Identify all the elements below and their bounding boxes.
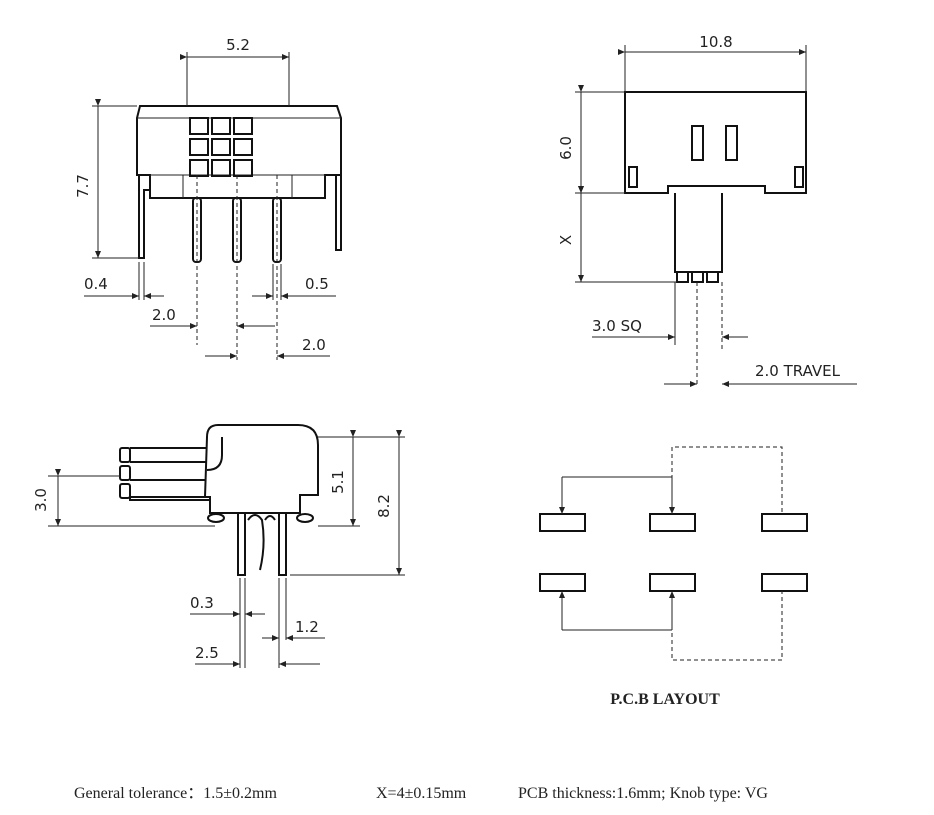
- bottom-view: 3.0 5.1 8.2 0.3 1.2 2.5: [32, 424, 405, 668]
- pcb-pad-bottom-middle: [649, 573, 696, 592]
- pcb-layout: P.C.B LAYOUT: [539, 446, 808, 708]
- dim-side-travel: 2.0 TRAVEL: [755, 362, 841, 380]
- pcb-pad-top-left: [539, 513, 586, 532]
- bottom-pin-right: [278, 512, 287, 576]
- pcb-pad-top-middle: [649, 513, 696, 532]
- pcb-pad-top-right: [761, 513, 808, 532]
- dim-bottom-pin-gap: 1.2: [295, 618, 319, 636]
- pcb-layout-title: P.C.B LAYOUT: [610, 691, 720, 708]
- bottom-knob: [119, 447, 207, 499]
- bottom-body-outline: [203, 424, 319, 514]
- pcb-pad-bottom-left: [539, 573, 586, 592]
- dim-front-height: 7.7: [74, 174, 92, 198]
- dim-bottom-body-height: 5.1: [329, 470, 347, 494]
- front-left-leg: [138, 175, 150, 259]
- contact-grid: [189, 117, 253, 177]
- dim-bottom-pin-pitch: 2.5: [195, 644, 219, 662]
- dim-side-x: X: [557, 235, 575, 245]
- dim-bottom-knob-height: 3.0: [32, 488, 50, 512]
- note-x-value: X=4±0.15mm: [376, 785, 467, 802]
- dim-front-pitch-left: 2.0: [152, 306, 176, 324]
- dim-side-height: 6.0: [557, 136, 575, 160]
- side-view: 10.8 6.0 X 3.0 SQ 2.0 TRAVEL: [557, 33, 857, 387]
- dim-bottom-total-height: 8.2: [375, 494, 393, 518]
- footer-notes: General tolerance：1.5±0.2mm X=4±0.15mm P…: [74, 785, 768, 802]
- dim-front-pin-width: 0.5: [305, 275, 329, 293]
- dim-front-pin-thickness: 0.4: [84, 275, 108, 293]
- front-right-leg: [335, 175, 342, 251]
- front-body-outline: [136, 105, 342, 199]
- dim-side-knob: 3.0 SQ: [592, 317, 642, 335]
- pcb-pad-bottom-right: [761, 573, 808, 592]
- dim-front-width: 5.2: [226, 36, 250, 54]
- bottom-pin-left: [237, 512, 246, 576]
- side-slot-right: [725, 125, 738, 161]
- note-general-tolerance: General tolerance：1.5±0.2mm: [74, 785, 277, 802]
- side-body-outline: [624, 91, 807, 194]
- side-slot-left: [691, 125, 704, 161]
- dim-front-pitch-right: 2.0: [302, 336, 326, 354]
- dim-bottom-pin-thickness: 0.3: [190, 594, 214, 612]
- front-view: 5.2 7.7 0.4 0.5 2.0 2.0: [74, 36, 342, 360]
- side-knob: [674, 193, 723, 273]
- dim-side-length: 10.8: [699, 33, 732, 51]
- note-pcb-knob: PCB thickness:1.6mm; Knob type: VG: [518, 785, 768, 802]
